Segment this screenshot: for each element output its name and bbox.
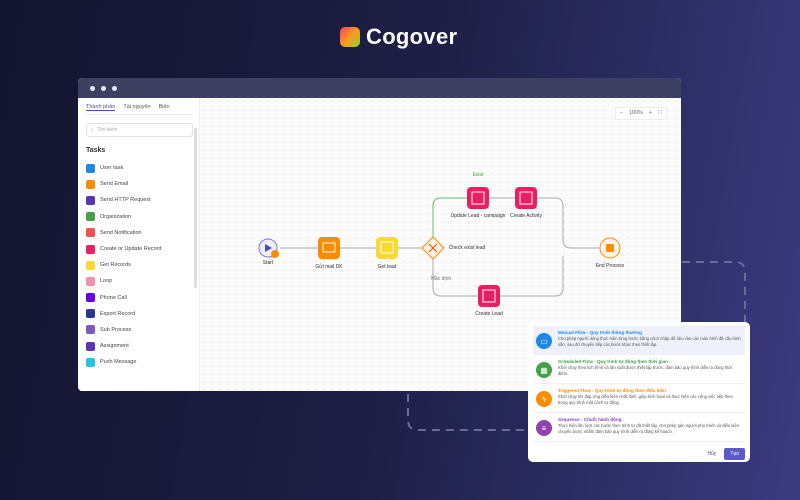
edge-label-exist: Exist [472,172,484,178]
task-icon [86,293,95,303]
search-icon: ⌕ [91,127,94,133]
node-label: Start [262,260,274,266]
task-label: Send HTTP Request [100,197,151,204]
task-item[interactable]: Phone Call [86,290,193,306]
task-icon [86,228,95,238]
window-dot [90,85,95,91]
section-title: Tasks [86,147,106,154]
scrollbar[interactable] [194,128,197,288]
task-item[interactable]: Sub Process [86,322,193,338]
task-icon [86,179,95,189]
flow-type-icon: ▭ [536,333,552,349]
task-icon [86,195,95,205]
components-sidebar: Thành phần Tài nguyên Biến ⌕Tìm kiếm Tas… [80,98,200,391]
task-item[interactable]: Get Records [86,257,193,273]
create-lead-node [478,285,500,307]
task-item[interactable]: Send Notification [86,225,193,241]
brand-logo: Cogover [340,24,457,50]
send-mail-node [318,237,340,259]
task-item[interactable]: Send Email [86,176,193,192]
task-label: Push Message [100,359,137,366]
flow-diagram [258,187,621,307]
task-item[interactable]: Organization [86,209,193,225]
brand-name: Cogover [366,24,458,49]
end-node [599,237,621,259]
cogover-logo-icon [340,27,360,47]
flow-option[interactable]: ϟ Triggered Flow - Quy trình tự động theo… [533,384,745,413]
node-label: Get lead [377,264,397,270]
option-title: Sequence - Chuỗi hành động [558,417,622,422]
task-label: Assignment [100,343,129,350]
task-label: Loop [100,278,113,285]
task-item[interactable]: User task [86,160,193,176]
fullscreen-icon[interactable]: ⛶ [658,110,662,116]
search-input[interactable]: ⌕Tìm kiếm [86,123,193,137]
edge-label-default: Mặc định [430,276,452,282]
tab-components[interactable]: Thành phần [86,104,116,111]
task-item[interactable]: Push Message [86,354,193,370]
task-icon [86,309,95,319]
task-label: Send Email [100,181,129,188]
task-icon [86,325,95,335]
create-activity-node [515,187,537,209]
flow-type-icon: ϟ [536,391,552,407]
start-node [258,238,279,258]
window-titlebar [78,78,681,98]
create-button[interactable]: Tạo [724,448,745,460]
task-item[interactable]: Loop [86,273,193,289]
tab-variables[interactable]: Biến [158,104,170,110]
task-item[interactable]: Export Record [86,306,193,322]
zoom-in-button[interactable]: + [648,110,653,116]
task-icon [86,276,95,286]
task-icon [86,260,95,270]
task-label: Sub Process [100,326,132,333]
option-title: Manual Flow - Quy trình thông thường [558,330,642,335]
task-label: Create or Update Record [100,246,162,253]
zoom-level: 100% [628,110,643,116]
option-title: Triggered Flow - Quy trình tự động theo … [558,388,666,393]
zoom-out-button[interactable]: − [619,110,623,116]
node-label: End Process [595,263,625,269]
update-lead-node [467,187,489,209]
search-placeholder: Tìm kiếm [96,127,118,133]
get-lead-node [376,237,398,259]
node-label: Check exist lead [448,245,486,251]
node-label: Update Lead - campaign [450,213,506,219]
node-label: Create Lead [475,311,503,317]
option-description: Khởi chạy theo lịch trình và tần suất đư… [558,365,732,377]
cancel-button[interactable]: Hủy [707,451,717,457]
task-item[interactable]: Create or Update Record [86,241,193,257]
task-label: Send Notification [100,229,142,236]
task-label: Export Record [100,310,136,317]
flow-type-icon: ▦ [536,362,552,378]
task-icon [86,244,95,254]
option-title: Scheduled Flow - Quy trình tự động theo … [558,359,668,364]
node-label: Gửi mail DK [315,264,343,270]
option-description: Thực hiện lần lượt các bước theo trình t… [558,423,740,435]
window-dot [112,85,117,91]
task-icon [86,163,95,173]
task-icon [86,341,95,351]
task-icon [86,212,95,222]
task-icon [86,357,95,367]
task-item[interactable]: Send HTTP Request [86,192,193,208]
zoom-controls: − 100% + ⛶ [614,107,667,120]
node-label: Create Activity [510,213,542,219]
tab-resources[interactable]: Tài nguyên [123,104,151,110]
flow-type-icon: ≡ [536,420,552,436]
task-item[interactable]: Assignment [86,338,193,354]
task-label: Phone Call [100,294,127,301]
option-description: Cho phép người dùng thực hiện từng bước … [558,336,741,348]
flow-option[interactable]: ▦ Scheduled Flow - Quy trình tự động theo… [533,355,745,384]
window-dot [101,85,106,91]
task-label: User task [100,165,124,172]
option-description: Khởi chạy khi đáp ứng điều kiện nhất địn… [558,394,733,406]
task-label: Organization [100,213,132,220]
task-label: Get Records [100,262,131,269]
